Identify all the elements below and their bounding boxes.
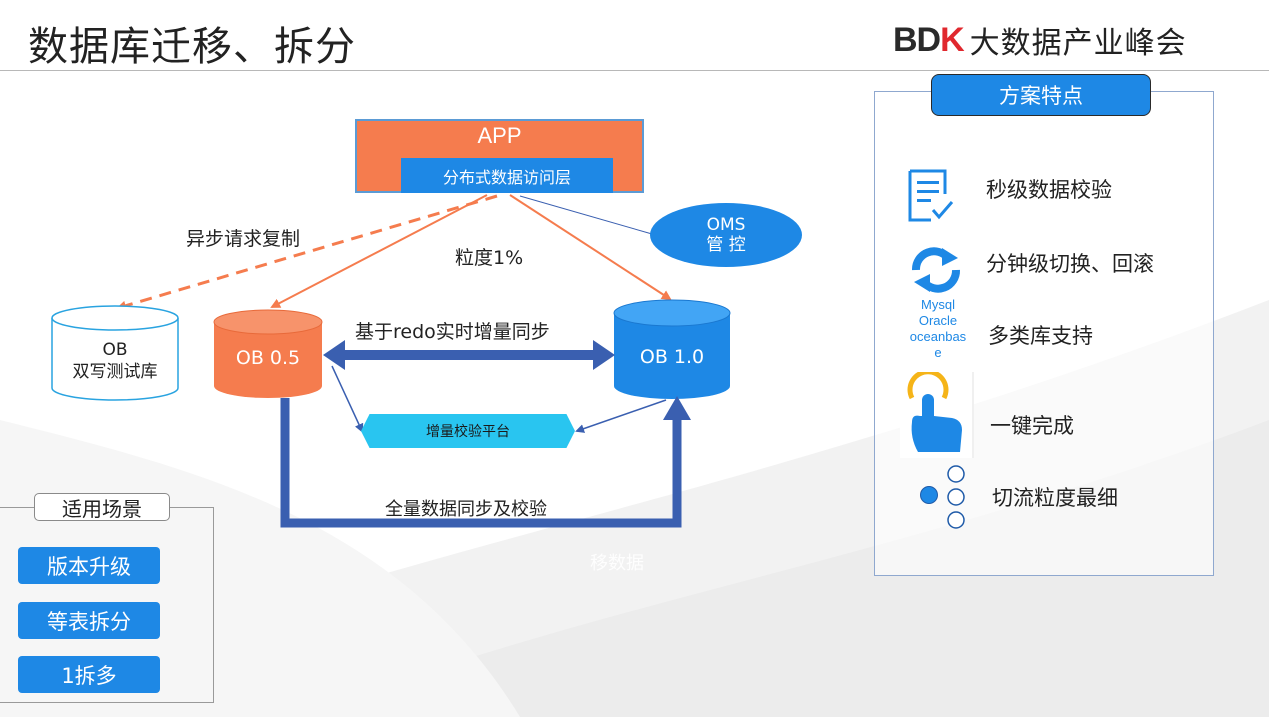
scenario-item: 1拆多 [18,656,160,693]
feature-item-label: 切流粒度最细 [992,486,1118,510]
page-title: 数据库迁移、拆分 [28,24,356,70]
verify-platform-box: 增量校验平台 [361,414,575,448]
bdic-logo: BDK 大数据产业峰会 [893,20,1187,62]
oms-connector [519,195,653,235]
test-db-cylinder [51,305,179,401]
target-to-verify-arrow [575,399,667,433]
test-db-label: OB 双写测试库 [72,340,158,382]
radio-dots-icon [920,465,965,529]
granularity-label: 粒度1% [455,247,524,269]
feature-item-label: 一键完成 [990,414,1074,438]
tap-hand-icon [900,372,974,458]
oms-control-node: OMS 管 控 [650,203,802,267]
scenario-item: 等表拆分 [18,602,160,639]
app-label: APP [477,123,522,148]
source-to-verify-arrow [331,365,364,433]
async-copy-label: 异步请求复制 [186,228,301,250]
oms-label: OMS [706,215,746,235]
features-header: 方案特点 [931,74,1151,116]
feature-item-label: 秒级数据校验 [986,178,1112,202]
data-access-layer: 分布式数据访问层 [401,158,613,193]
db-types-icon: Mysql Oracle oceanbas e [909,297,967,360]
logo-mark: BDK [893,20,965,59]
source-db-label: OB 0.5 [235,347,301,369]
app-to-target-arrow [509,194,672,301]
logo-text: 大数据产业峰会 [969,26,1187,61]
target-db-label: OB 1.0 [639,346,705,368]
scenario-item: 版本升级 [18,547,160,584]
title-divider [0,70,1269,71]
scenarios-header: 适用场景 [34,493,170,521]
async-copy-arrow [116,194,498,311]
full-sync-label: 全量数据同步及校验 [385,499,547,520]
source-db-cylinder [213,309,323,398]
redo-sync-label: 基于redo实时增量同步 [355,321,550,343]
checklist-icon [908,169,954,222]
faint-watermark-text: 移数据 [590,553,644,574]
target-db-cylinder [613,299,731,399]
oms-sublabel: 管 控 [706,235,746,255]
app-to-source-arrow [270,194,488,308]
feature-item-label: 多类库支持 [988,324,1093,348]
redo-sync-arrow [323,340,615,370]
feature-item-label: 分钟级切换、回滚 [986,252,1154,276]
refresh-icon [912,247,960,293]
full-sync-arrow [280,398,682,528]
